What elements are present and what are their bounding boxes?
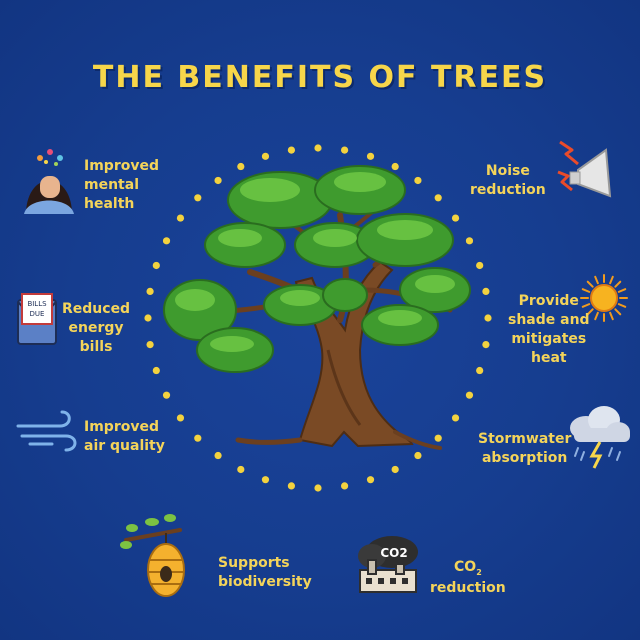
benefit-text-line: Noise	[485, 163, 530, 179]
benefit-text-line: health	[84, 195, 135, 212]
co2-subscript: 2	[476, 567, 482, 577]
benefit-text-line: Provide	[518, 293, 579, 309]
benefit-text-line: CO2	[430, 558, 506, 579]
circle-dot	[287, 482, 296, 490]
circle-dot	[176, 414, 185, 422]
tree-icon	[163, 165, 471, 450]
benefit-text-line: Improved	[84, 158, 159, 174]
circle-dot	[146, 340, 154, 349]
circle-dot	[214, 451, 222, 460]
benefit-text-line: Improved	[84, 419, 159, 435]
circle-dot	[414, 451, 422, 460]
circle-dot	[214, 176, 222, 185]
benefit-text-line: reduction	[470, 181, 546, 198]
bills-icon-text-2: DUE	[30, 310, 45, 318]
sun-ray	[614, 308, 622, 316]
sun-ray	[617, 303, 627, 308]
circle-dot	[237, 162, 245, 171]
circle-dot	[287, 146, 296, 154]
co2-main-text: CO	[454, 559, 477, 575]
sun-ray	[609, 275, 614, 285]
circle-dot	[476, 366, 484, 375]
envelope-bills-icon: BILLS DUE	[17, 293, 57, 345]
circle-dot	[162, 391, 171, 399]
benefit-text-line: energy	[68, 319, 124, 336]
sun-icon	[580, 274, 628, 322]
sun-ray	[617, 288, 627, 293]
benefit-text-line: Supports	[218, 555, 290, 571]
sun-ray	[586, 280, 594, 288]
benefit-co2: CO2 reduction	[430, 558, 506, 597]
benefit-shade: Provide shade and mitigates heat	[508, 292, 590, 368]
wind-icon	[16, 410, 77, 452]
circle-dot	[237, 465, 245, 474]
storm-cloud-icon	[570, 406, 630, 469]
circle-dot	[340, 482, 349, 490]
circle-dot	[146, 287, 154, 296]
circle-dot	[484, 314, 492, 322]
bills-icon-text-1: BILLS	[27, 300, 47, 308]
circle-dot	[366, 152, 375, 160]
sun-ray	[614, 280, 622, 288]
benefit-mental-health: Improved mental health	[84, 157, 159, 214]
benefit-biodiversity: Supports biodiversity	[218, 554, 312, 592]
benefit-air-quality: Improved air quality	[84, 418, 165, 456]
circle-dot	[451, 214, 460, 222]
circle-dot	[314, 484, 322, 492]
circle-dot	[340, 146, 349, 154]
circle-dot	[144, 314, 152, 322]
circle-dot	[391, 162, 399, 171]
sun-ray	[581, 288, 591, 293]
benefit-noise: Noise reduction	[470, 162, 546, 200]
page-title: THE BENEFITS OF TREES	[92, 60, 548, 95]
factory-co2-icon: CO2	[358, 536, 418, 593]
circle-dot	[152, 261, 160, 270]
circle-dot	[434, 194, 442, 202]
benefit-energy-bills: Reduced energy bills	[62, 300, 130, 357]
benefit-text-line: mental	[84, 176, 139, 193]
sun-ray	[594, 311, 599, 321]
benefit-text-line: reduction	[430, 579, 506, 596]
circle-dot	[194, 194, 202, 202]
circle-dot	[366, 476, 375, 484]
sun-ray	[581, 303, 591, 308]
benefit-text-line: absorption	[481, 449, 568, 466]
circle-dot	[465, 237, 474, 245]
benefit-text-line: Reduced	[62, 301, 131, 317]
beehive-icon	[120, 514, 185, 597]
circle-dot	[414, 176, 422, 185]
sun-ray	[609, 311, 614, 321]
circle-dot	[476, 261, 484, 270]
sun-ray	[586, 308, 594, 316]
circle-dot	[261, 152, 270, 160]
co2-icon-text: CO2	[380, 546, 407, 560]
benefit-text-line: air quality	[84, 437, 165, 454]
circle-dot	[194, 434, 202, 442]
circle-dot	[152, 366, 160, 375]
circle-dot	[434, 434, 442, 442]
circle-dot	[451, 414, 460, 422]
dotted-circle	[144, 144, 492, 492]
benefit-text-line: biodiversity	[218, 573, 312, 590]
circle-dot	[482, 287, 490, 296]
circle-dot	[482, 340, 490, 349]
benefit-text-line: mitigates	[511, 330, 587, 347]
sun-ray	[594, 275, 599, 285]
circle-dot	[162, 237, 171, 245]
circle-dot	[391, 465, 399, 474]
megaphone-noise-icon	[557, 140, 612, 198]
woman-mind-icon	[24, 149, 74, 214]
circle-dot	[314, 144, 322, 152]
circle-dot	[176, 214, 185, 222]
benefit-stormwater: Stormwater absorption	[478, 430, 571, 468]
benefit-text-line: Stormwater	[478, 431, 572, 447]
benefit-text-line: heat	[530, 349, 567, 366]
circle-dot	[261, 476, 270, 484]
circle-dot	[465, 391, 474, 399]
benefit-text-line: shade and	[508, 311, 590, 328]
benefit-text-line: bills	[79, 338, 113, 355]
